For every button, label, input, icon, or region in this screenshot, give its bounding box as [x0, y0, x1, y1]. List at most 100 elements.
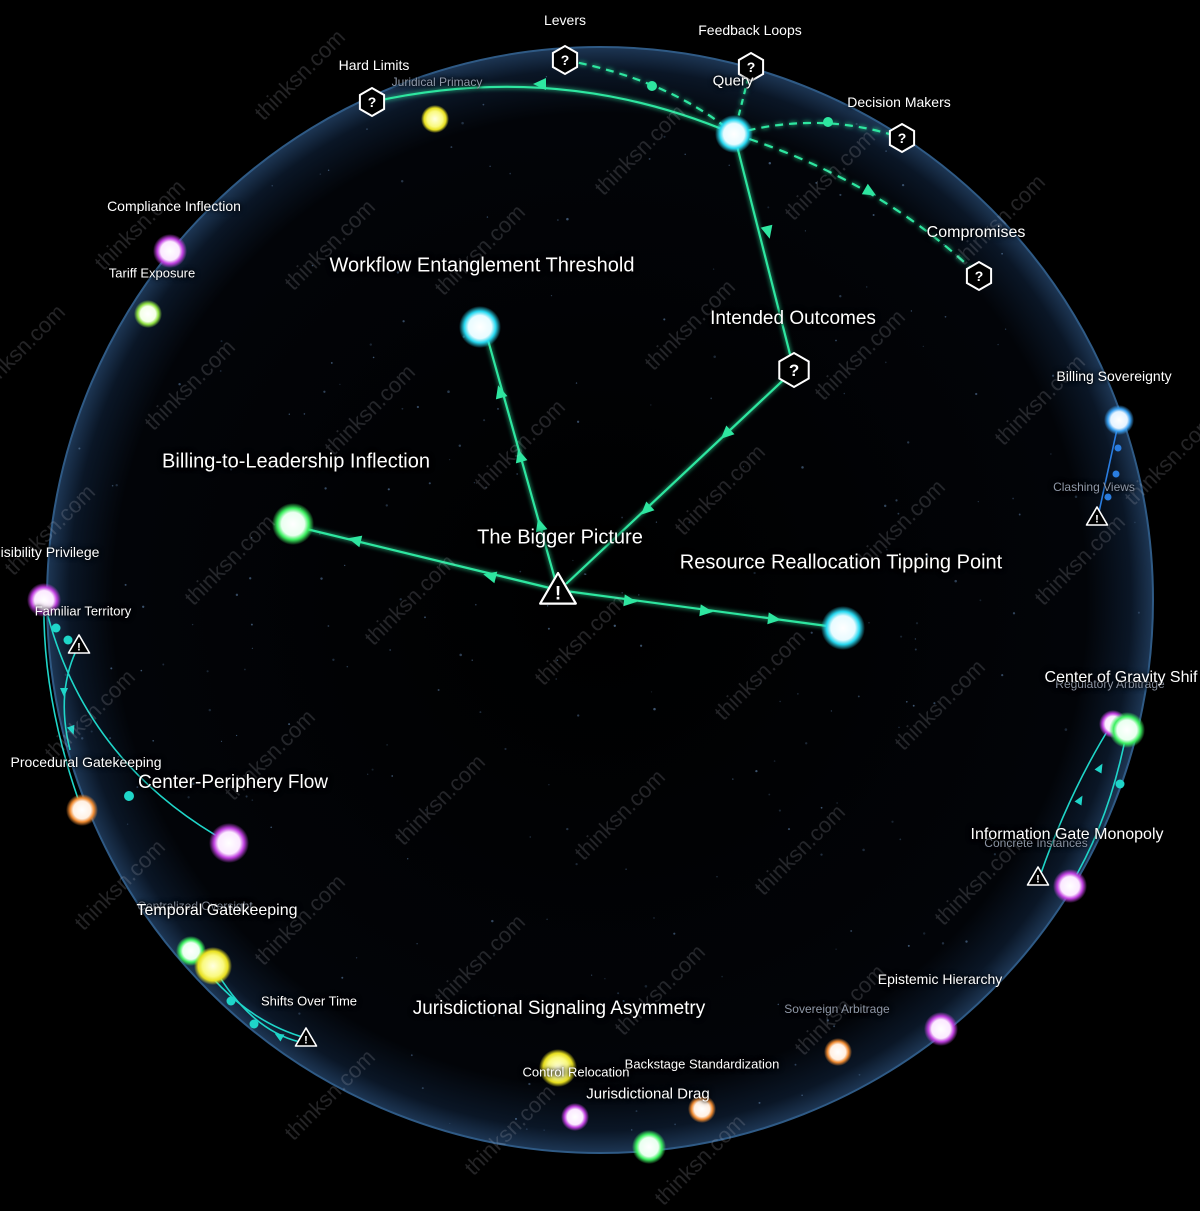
star [653, 707, 656, 711]
star [492, 1014, 495, 1017]
star [801, 466, 804, 469]
hard-limits-question-icon[interactable]: ? [358, 86, 386, 118]
node-billing-sovereignty[interactable] [1104, 405, 1134, 435]
star [584, 573, 587, 576]
star [178, 382, 181, 386]
label-intended-outcomes: Intended Outcomes [710, 308, 876, 329]
star [993, 853, 997, 856]
node-procedural-gatekeeping[interactable] [66, 794, 98, 826]
star [115, 484, 118, 487]
node-workflow-entanglement[interactable] [459, 306, 501, 348]
arrow-billing-1 [483, 571, 498, 584]
node-jurisdictional-drag[interactable] [561, 1103, 589, 1131]
star [833, 1025, 836, 1028]
information-gate-warning-icon[interactable]: ! [1026, 866, 1050, 886]
node-center-gravity[interactable] [1109, 712, 1145, 748]
node-backstage-standardization[interactable] [688, 1095, 716, 1123]
star [1051, 837, 1054, 840]
star [401, 407, 404, 410]
label-temporal-gatekeeping: Temporal Gatekeeping [136, 902, 298, 919]
node-signaling-asymmetry[interactable] [632, 1130, 666, 1164]
star [1051, 374, 1055, 377]
edge-intended-to-center [565, 369, 795, 585]
star [219, 370, 222, 372]
star [621, 591, 624, 594]
star [471, 659, 473, 661]
star [835, 948, 837, 950]
star [1050, 453, 1052, 455]
edge-center-to-billing [293, 524, 559, 592]
star [311, 264, 314, 267]
node-sovereign-arbitrage[interactable] [824, 1038, 852, 1066]
star [895, 499, 898, 502]
star [546, 605, 549, 607]
star [914, 638, 917, 640]
star [923, 932, 926, 935]
teal-dot-2 [63, 635, 73, 645]
node-center-periphery[interactable] [209, 823, 249, 863]
star [424, 809, 427, 811]
node-control-relocation[interactable] [539, 1049, 577, 1087]
star [270, 826, 273, 829]
star [126, 823, 129, 825]
star [519, 570, 522, 573]
node-visibility-privilege[interactable] [27, 583, 61, 617]
star [732, 778, 734, 780]
star [545, 76, 548, 78]
svg-text:?: ? [789, 361, 799, 380]
familiar-territory-warning-icon[interactable]: ! [67, 634, 91, 654]
decision-makers-question-icon[interactable]: ? [888, 122, 916, 154]
star [124, 583, 127, 586]
star [674, 1123, 676, 1126]
edge-familiar-periphery [43, 599, 230, 844]
star [653, 917, 655, 919]
node-epistemic-hierarchy[interactable] [924, 1012, 958, 1046]
svg-text:?: ? [368, 94, 377, 110]
node-tariff-exposure[interactable] [134, 300, 162, 328]
star [997, 343, 999, 346]
label-visibility-privilege: isibility Privilege [0, 544, 100, 560]
star [244, 668, 246, 671]
node-juridical-primacy[interactable] [421, 105, 449, 133]
node-information-gate[interactable] [1053, 869, 1087, 903]
teal-dot-6 [1115, 779, 1125, 789]
star [622, 1000, 625, 1003]
levers-question-icon[interactable]: ? [551, 44, 579, 76]
star [839, 193, 842, 196]
feedback-loops-question-icon[interactable]: ? [737, 51, 765, 83]
star [386, 744, 388, 746]
label-sovereign-arbitrage: Sovereign Arbitrage [784, 1002, 890, 1016]
star [815, 181, 818, 184]
star [529, 836, 531, 838]
star [407, 858, 409, 860]
teal-arrow-2 [66, 724, 75, 735]
clashing-views-warning-icon[interactable]: ! [1085, 506, 1109, 526]
compromises-question-icon[interactable]: ? [965, 260, 993, 292]
intended-outcomes-question-icon[interactable]: ? [778, 351, 810, 389]
label-procedural-gatekeeping: Procedural Gatekeeping [10, 754, 162, 770]
star [514, 1117, 518, 1120]
shifts-over-time-warning-icon[interactable]: ! [294, 1027, 318, 1047]
arrow-hard-1 [533, 78, 546, 90]
star [901, 183, 905, 187]
star [1134, 521, 1136, 524]
arrow-intended-2 [640, 501, 655, 515]
node-resource-reallocation[interactable] [821, 606, 865, 650]
label-center-gravity: Center of Gravity Shif [1044, 669, 1198, 686]
star [710, 397, 713, 400]
star [979, 599, 982, 602]
star [797, 693, 799, 695]
star [787, 828, 791, 831]
node-compliance-inflection[interactable] [153, 234, 187, 268]
star [801, 1094, 803, 1097]
node-temporal-gatekeeping[interactable] [194, 947, 232, 985]
node-billing-leadership[interactable] [272, 503, 314, 545]
star [716, 876, 718, 878]
star [424, 616, 426, 619]
bigger-picture-warning-icon[interactable]: ! [539, 571, 577, 605]
star [650, 691, 653, 693]
label-billing-sovereignty: Billing Sovereignty [1056, 368, 1172, 384]
arrow-billing-2 [348, 535, 363, 548]
star [608, 1072, 610, 1074]
node-query[interactable] [715, 115, 753, 153]
